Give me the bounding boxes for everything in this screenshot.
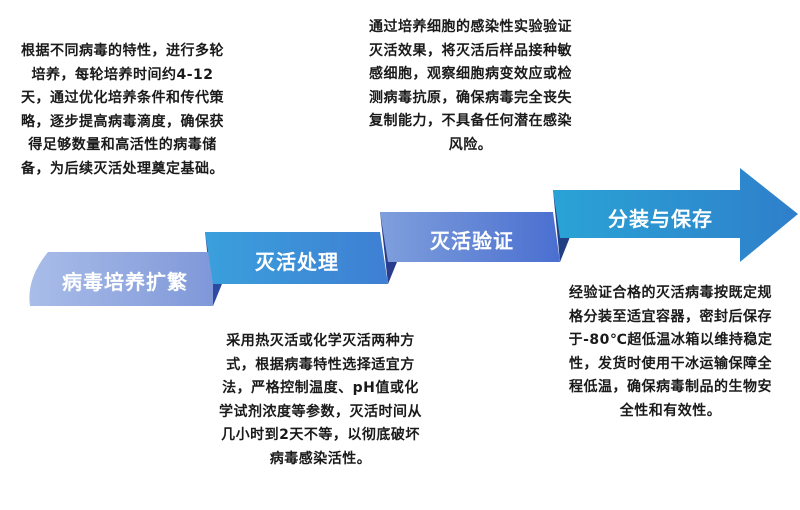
stage-description-virus-culture: 根据不同病毒的特性，进行多轮培养，每轮培养时间约4-12天，通过优化培养条件和传… <box>21 43 224 177</box>
stage-label-verification: 灭活验证 <box>430 229 514 253</box>
stage-label-packaging: 分装与保存 <box>608 207 713 231</box>
stage-shape-inactivation <box>205 232 388 284</box>
stage-shape-verification <box>380 212 560 262</box>
stage-label-virus-culture: 病毒培养扩繁 <box>62 270 188 294</box>
stage-description-inactivation: 采用热灭活或化学灭活两种方式，根据病毒特性选择适宜方法，严格控制温度、pH值或化… <box>219 333 422 467</box>
stage-label-inactivation: 灭活处理 <box>255 250 339 274</box>
stage-description-packaging: 经验证合格的灭活病毒按既定规格分装至适宜容器，密封后保存于-80℃超低温冰箱以维… <box>568 285 773 419</box>
stage-description-verification: 通过培养细胞的感染性实验验证灭活效果，将灭活后样品接种敏感细胞，观察细胞病变效应… <box>369 19 572 153</box>
stage-shape-virus-culture <box>29 252 214 306</box>
stage-arrow-packaging <box>553 168 798 262</box>
